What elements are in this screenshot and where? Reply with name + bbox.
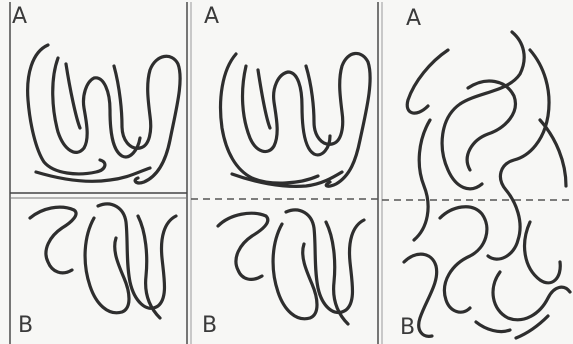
panel-2-chain-a4 bbox=[306, 53, 370, 186]
panel-3-chain-1 bbox=[407, 50, 448, 113]
panel-1-chains bbox=[28, 45, 180, 318]
panel-1-label-bottom: B bbox=[18, 315, 33, 337]
panel-3-chain-6 bbox=[414, 120, 430, 240]
interface-lines bbox=[10, 193, 573, 200]
panel-2-chains bbox=[218, 53, 370, 324]
panel-3-chains bbox=[404, 32, 570, 338]
panel-2-chain-a2 bbox=[243, 66, 330, 155]
panel-1-chain-a4 bbox=[114, 56, 180, 183]
panel-2-label-bottom: B bbox=[202, 315, 217, 337]
panel-3-chain-12 bbox=[476, 322, 510, 332]
panel-3-chain-10 bbox=[493, 272, 570, 320]
panel-1-chain-b1 bbox=[30, 207, 76, 273]
panel-3-label-bottom: B bbox=[400, 317, 415, 339]
panel-1-chain-b2 bbox=[98, 204, 176, 308]
panel-2-chain-b1 bbox=[218, 213, 268, 279]
panel-2-chain-b2 bbox=[286, 210, 364, 313]
panel-2-chain-b3 bbox=[273, 224, 317, 319]
panel-1-chain-a3 bbox=[66, 64, 80, 128]
panel-3-chain-7 bbox=[440, 207, 487, 312]
panel-3-chain-2 bbox=[442, 32, 524, 189]
panel-1-chain-b3 bbox=[85, 218, 129, 313]
panel-3-chain-9 bbox=[525, 222, 561, 283]
panel-1-label-top: A bbox=[12, 6, 27, 28]
panel-3-label-top: A bbox=[406, 8, 421, 30]
panel-2-chain-a3 bbox=[258, 70, 270, 128]
panel-2-label-top: A bbox=[204, 6, 219, 28]
panel-3-chain-3 bbox=[467, 81, 515, 170]
